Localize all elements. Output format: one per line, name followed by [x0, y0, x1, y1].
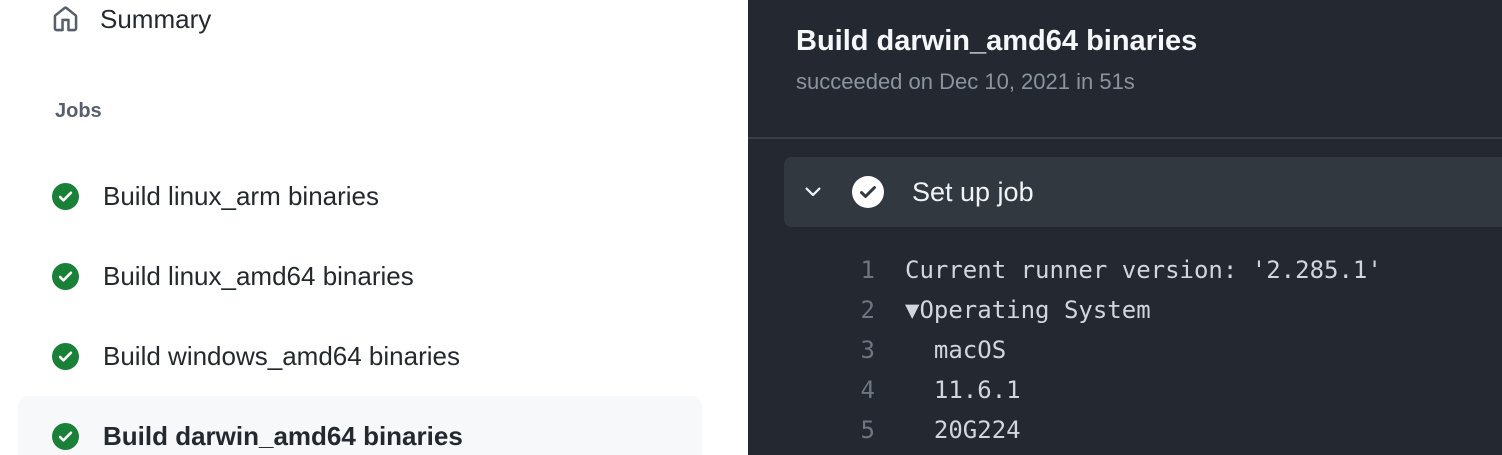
- job-item-linux-arm[interactable]: Build linux_arm binaries: [18, 156, 702, 236]
- log-line-number[interactable]: 1: [860, 256, 875, 284]
- jobs-section-header: Jobs: [55, 100, 102, 122]
- header-divider: [748, 137, 1502, 139]
- job-item-label: Build darwin_amd64 binaries: [103, 421, 463, 451]
- job-panel-header: Build darwin_amd64 binaries succeeded on…: [796, 0, 1482, 95]
- step-success-check-icon: [825, 176, 884, 208]
- sidebar-item-summary[interactable]: Summary: [52, 3, 211, 35]
- log-line: 3 macOS: [748, 330, 1502, 370]
- log-line-text: macOS: [905, 336, 1007, 364]
- log-line-text: Current runner version: '2.285.1': [905, 256, 1382, 284]
- log-line-text: 11.6.1: [905, 376, 1021, 404]
- jobs-sidebar: Summary Jobs Build linux_arm binaries B: [0, 0, 748, 455]
- job-item-windows-amd64[interactable]: Build windows_amd64 binaries: [18, 316, 702, 396]
- job-log-panel: Build darwin_amd64 binaries succeeded on…: [748, 0, 1502, 455]
- log-line-number[interactable]: 2: [860, 296, 875, 324]
- job-item-label: Build linux_amd64 binaries: [103, 261, 414, 291]
- log-line-text: 20G224: [905, 416, 1021, 444]
- job-list: Build linux_arm binaries Build linux_amd…: [18, 156, 702, 455]
- step-name: Set up job: [912, 176, 1034, 207]
- log-line: 2 ▼Operating System: [748, 290, 1502, 330]
- job-status-line: succeeded on Dec 10, 2021 in 51s: [796, 69, 1135, 94]
- summary-label: Summary: [100, 4, 212, 34]
- log-line-number[interactable]: 4: [860, 376, 875, 404]
- step-header-set-up-job[interactable]: Set up job: [784, 157, 1502, 227]
- log-line-number[interactable]: 5: [860, 416, 875, 444]
- job-item-linux-amd64[interactable]: Build linux_amd64 binaries: [18, 236, 702, 316]
- log-line-text: ▼Operating System: [905, 296, 1151, 324]
- log-line: 4 11.6.1: [748, 370, 1502, 410]
- chevron-down-icon[interactable]: [784, 180, 825, 204]
- home-icon: [52, 5, 79, 33]
- success-check-icon: [52, 342, 79, 370]
- log-line: 5 20G224: [748, 410, 1502, 450]
- job-item-label: Build linux_arm binaries: [103, 181, 380, 211]
- job-item-label: Build windows_amd64 binaries: [103, 341, 460, 371]
- success-check-icon: [52, 422, 79, 450]
- job-title: Build darwin_amd64 binaries: [796, 25, 1198, 57]
- job-item-darwin-amd64[interactable]: Build darwin_amd64 binaries: [18, 396, 702, 455]
- log-line: 1 Current runner version: '2.285.1': [748, 250, 1502, 290]
- log-line-number[interactable]: 3: [860, 336, 875, 364]
- success-check-icon: [52, 262, 79, 290]
- success-check-icon: [52, 182, 79, 210]
- log-output: 1 Current runner version: '2.285.1' 2 ▼O…: [748, 250, 1502, 450]
